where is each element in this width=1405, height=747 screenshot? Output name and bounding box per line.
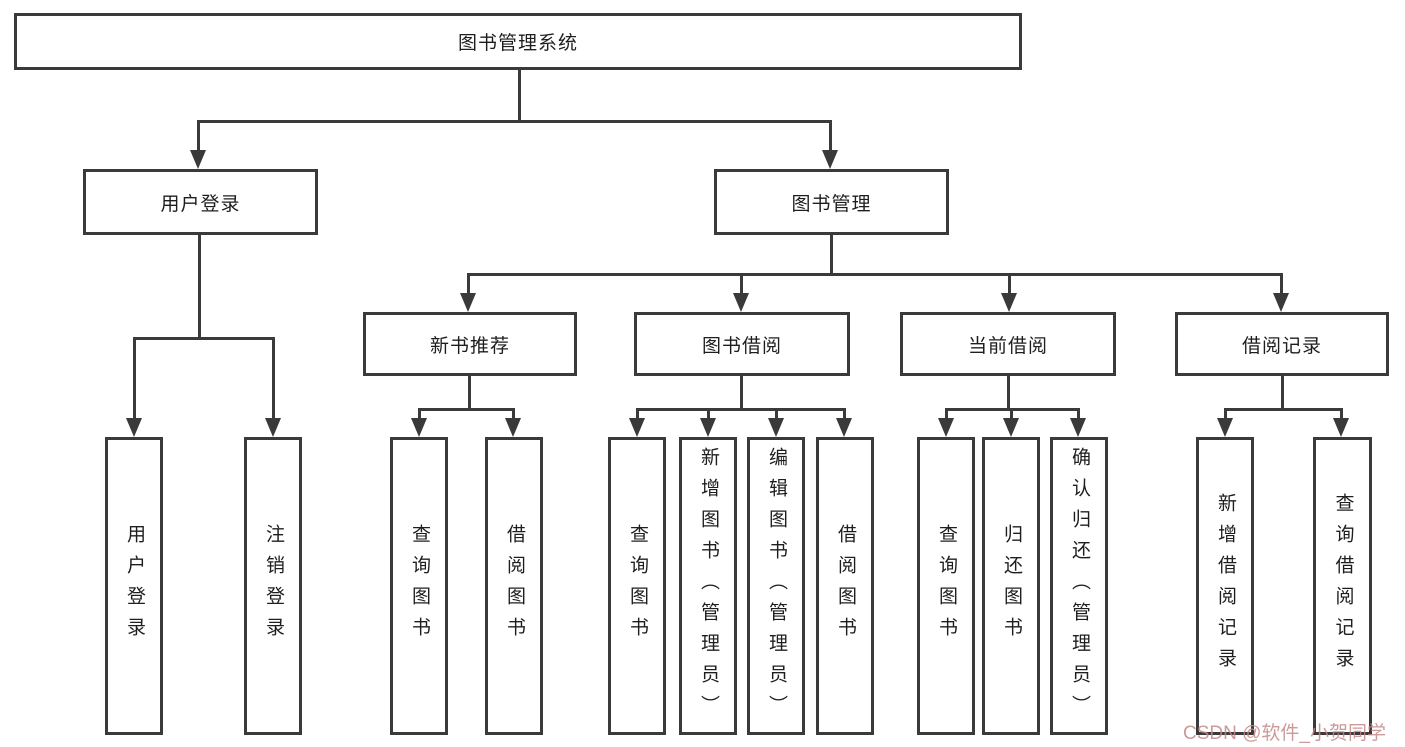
connector-group-drop: [740, 273, 743, 296]
node-label: 用户登录: [124, 524, 145, 648]
connector-group4-stem: [1281, 376, 1284, 410]
arrow-down-icon: [768, 418, 784, 437]
arrow-down-icon: [1001, 293, 1017, 312]
connector-root-stem: [518, 70, 521, 120]
node-label: 查询图书: [409, 524, 430, 648]
node-label: 查询图书: [936, 524, 957, 648]
node-borrow-record: 借阅记录: [1175, 312, 1389, 376]
arrow-down-icon: [460, 293, 476, 312]
node-label: 查询借阅记录: [1332, 493, 1354, 679]
connector-leaf-drop: [512, 408, 515, 421]
connector-group-drop: [1280, 273, 1283, 296]
connector-leaf-drop: [272, 337, 275, 421]
node-label: 确认归还（管理员）: [1069, 446, 1090, 726]
connector-group-drop: [467, 273, 470, 296]
node-label: 编辑图书（管理员）: [766, 446, 787, 726]
node-label: 新增图书（管理员）: [698, 446, 719, 726]
arrow-down-icon: [700, 418, 716, 437]
leaf-borrow-book: 借阅图书: [485, 437, 543, 735]
node-label: 注销登录: [263, 524, 284, 648]
connector-group-drop: [1008, 273, 1011, 296]
leaf-query-borrow-record: 查询借阅记录: [1313, 437, 1372, 735]
connector-leaf-drop: [636, 408, 639, 421]
connector-group4-bus: [1224, 408, 1343, 411]
connector-book-mgmt-drop: [829, 120, 832, 153]
arrow-down-icon: [938, 418, 954, 437]
leaf-query-book: 查询图书: [917, 437, 975, 735]
connector-leaf-drop: [133, 337, 136, 421]
connector-group3-stem: [1007, 376, 1010, 410]
node-book-borrow: 图书借阅: [634, 312, 850, 376]
node-root: 图书管理系统: [14, 13, 1022, 70]
arrow-down-icon: [629, 418, 645, 437]
node-label: 借阅图书: [835, 524, 856, 648]
arrow-down-icon: [1217, 418, 1233, 437]
node-book-management: 图书管理: [714, 169, 949, 235]
connector-leaf-drop: [1010, 408, 1013, 421]
connector-book-branch-stem: [830, 235, 833, 275]
leaf-return-book: 归还图书: [982, 437, 1040, 735]
leaf-user-login: 用户登录: [105, 437, 163, 735]
node-label: 借阅图书: [504, 524, 525, 648]
connector-leaf-drop: [1077, 408, 1080, 421]
arrow-down-icon: [126, 418, 142, 437]
connector-user-login-drop: [197, 120, 200, 153]
connector-root-bus: [197, 120, 831, 123]
leaf-borrow-book: 借阅图书: [816, 437, 874, 735]
node-current-borrow: 当前借阅: [900, 312, 1116, 376]
connector-book-branch-bus: [467, 273, 1283, 276]
leaf-query-book: 查询图书: [390, 437, 448, 735]
leaf-query-book: 查询图书: [608, 437, 666, 735]
connector-user-branch-bus: [133, 337, 275, 340]
arrow-down-icon: [411, 418, 427, 437]
arrow-down-icon: [1070, 418, 1086, 437]
leaf-add-borrow-record: 新增借阅记录: [1196, 437, 1254, 735]
connector-group1-stem: [468, 376, 471, 410]
leaf-add-book-admin: 新增图书（管理员）: [679, 437, 737, 735]
arrow-down-icon: [265, 418, 281, 437]
connector-leaf-drop: [707, 408, 710, 421]
arrow-down-icon: [733, 293, 749, 312]
node-label: 归还图书: [1001, 524, 1022, 648]
arrow-down-icon: [836, 418, 852, 437]
arrow-down-icon: [1273, 293, 1289, 312]
connector-leaf-drop: [1340, 408, 1343, 421]
csdn-watermark: CSDN @软件_小贺同学: [1183, 723, 1386, 744]
node-user-login: 用户登录: [83, 169, 318, 235]
arrow-down-icon: [822, 150, 838, 169]
node-label: 查询图书: [627, 524, 648, 648]
leaf-confirm-return-admin: 确认归还（管理员）: [1050, 437, 1108, 735]
connector-leaf-drop: [945, 408, 948, 421]
leaf-logout: 注销登录: [244, 437, 302, 735]
arrow-down-icon: [1333, 418, 1349, 437]
node-new-book-recommend: 新书推荐: [363, 312, 577, 376]
arrow-down-icon: [505, 418, 521, 437]
connector-group1-bus: [418, 408, 515, 411]
connector-group2-bus: [636, 408, 846, 411]
connector-leaf-drop: [843, 408, 846, 421]
connector-leaf-drop: [775, 408, 778, 421]
arrow-down-icon: [190, 150, 206, 169]
connector-user-branch-stem: [198, 235, 201, 338]
connector-leaf-drop: [418, 408, 421, 421]
leaf-edit-book-admin: 编辑图书（管理员）: [747, 437, 805, 735]
connector-group2-stem: [740, 376, 743, 410]
arrow-down-icon: [1003, 418, 1019, 437]
connector-leaf-drop: [1224, 408, 1227, 421]
node-label: 新增借阅记录: [1215, 493, 1236, 679]
